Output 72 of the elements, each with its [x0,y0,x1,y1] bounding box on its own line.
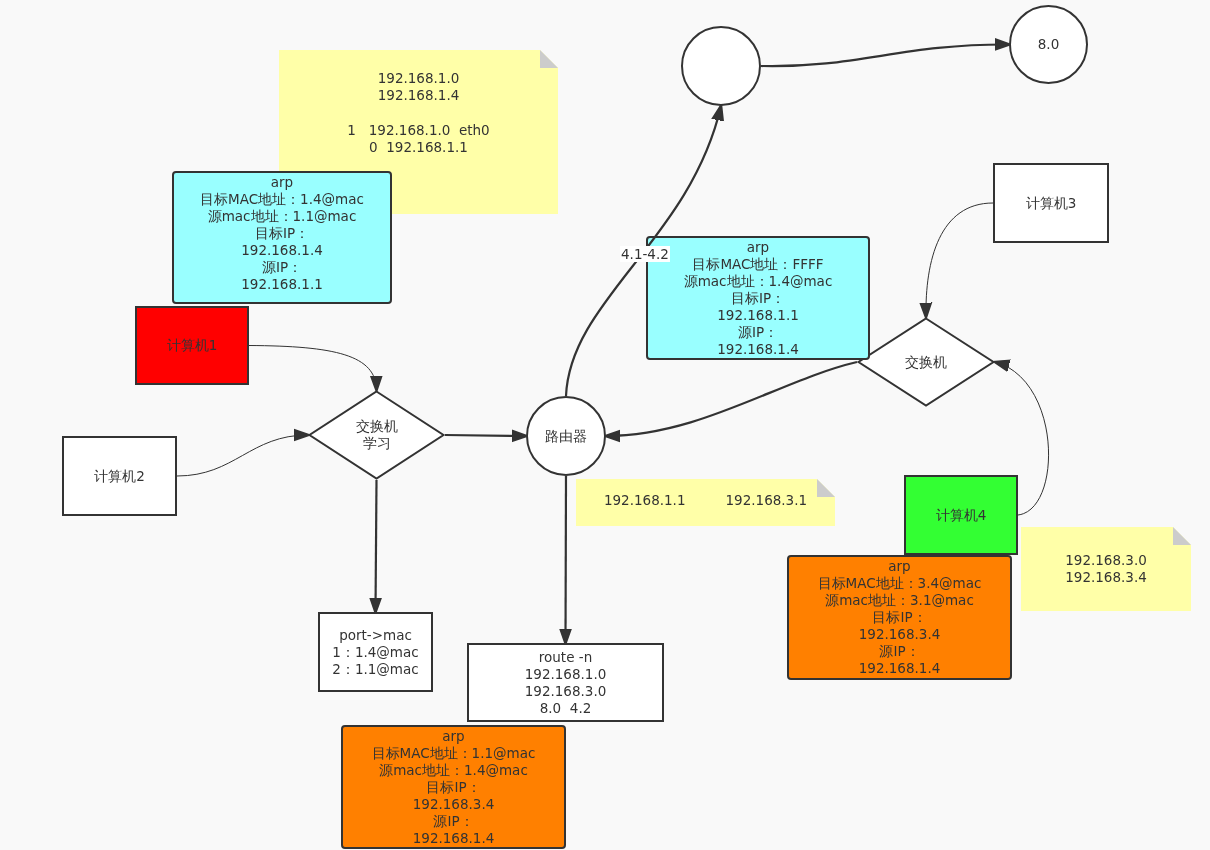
arrow [919,202,994,320]
note-text: 0 192.168.1.1 [369,139,468,156]
box-text: arp [270,174,294,191]
box-text: 学习 [362,435,391,452]
box-text: 8.0 4.2 [539,699,592,717]
box-text: 192.168.1.4 [858,660,941,677]
box-text: 192.168.1.4 [241,242,323,259]
box-text: 源mac地址：3.1@mac [825,592,974,609]
box-text: 目标IP： [872,609,927,626]
arrow [176,429,311,477]
process-box: 计算机3 [993,163,1109,243]
switch-diamond [857,317,995,407]
box-text: 源IP： [879,643,920,660]
process-box: 计算机1 [135,306,249,385]
note-text: 192.168.1.0 [377,70,460,87]
box-text: 192.168.1.4 [717,341,799,358]
box-text: 192.168.3.0 [524,682,607,700]
box-text: 目标IP： [254,225,310,242]
box-text: 目标MAC地址：1.1@mac [371,745,536,762]
circle-node: 路由器 [526,396,606,476]
arrow [761,38,1012,68]
box-text: 源mac地址：1.4@mac [379,762,528,779]
arrow [559,476,572,646]
note-text: 192.168.1.4 [377,87,460,104]
arrow [369,480,382,615]
box-text: route -n [538,648,593,666]
note-text: 192.168.3.1 [725,492,808,509]
box-text: arp [442,728,465,745]
arrow [564,103,724,397]
arrow [992,360,1049,516]
box-text: 目标MAC地址：1.4@mac [200,191,364,208]
box-text: 交换机 [905,353,947,371]
box-text: 2：1.1@mac [332,660,419,678]
box-text: 目标MAC地址：FFFF [692,256,824,273]
box-text: 192.168.1.0 [524,665,607,683]
box-text: 目标IP： [730,290,786,307]
arrow [248,345,382,393]
box-text: arp [746,239,770,256]
box-text: 源mac地址：1.1@mac [207,208,357,225]
box-text: 交换机 [355,418,398,435]
packet-box [341,725,566,849]
note-text: 192.168.3.4 [1065,569,1147,586]
box-text: 192.168.3.4 [412,796,495,813]
box-text: 源IP： [261,259,303,276]
packet-box [787,555,1012,680]
box-text: 目标MAC地址：3.4@mac [817,575,982,592]
process-box: 计算机2 [62,436,177,516]
box-text: 源IP： [433,813,474,830]
box-text: 1：1.4@mac [332,643,419,661]
circle-node: 8.0 [1009,5,1088,84]
arrow [603,360,858,442]
edge-label: 4.1-4.2 [620,246,670,262]
box-text: 源IP： [737,324,779,341]
box-text: 192.168.1.1 [717,307,799,324]
arrow [445,429,529,443]
box-text: 源mac地址：1.4@mac [683,273,833,290]
box-text: 目标IP： [426,779,481,796]
note-text: 1 192.168.1.0 eth0 [347,122,490,139]
box-text: 192.168.1.1 [241,276,323,293]
packet-box [172,171,392,304]
switch-diamond [308,390,445,480]
process-box [318,612,433,692]
note-text: 192.168.1.1 [603,492,686,509]
note-text: 192.168.3.0 [1065,552,1147,569]
box-text: arp [888,558,911,575]
box-text: 192.168.1.4 [412,830,495,847]
sticky-note [1021,527,1191,611]
box-text: 192.168.3.4 [858,626,941,643]
sticky-note [576,479,835,526]
process-box [467,643,664,722]
box-text: port->mac [339,626,412,644]
process-box: 计算机4 [904,475,1018,555]
